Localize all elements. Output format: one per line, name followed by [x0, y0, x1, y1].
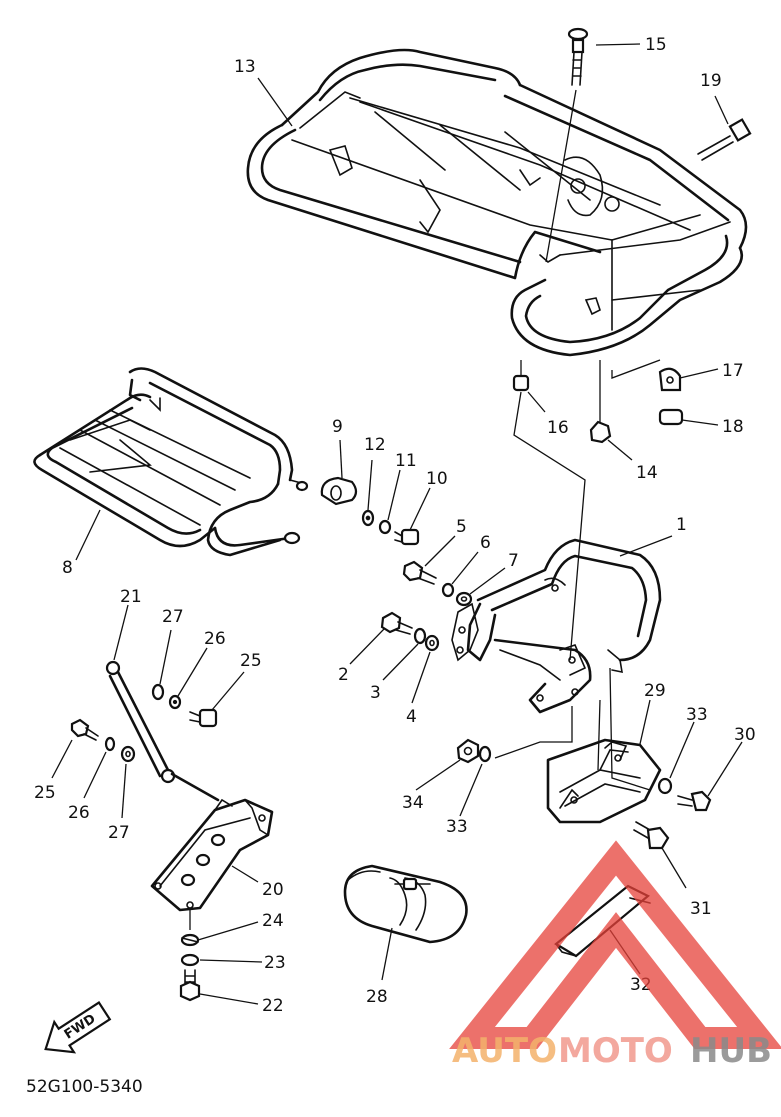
label-26-upper: 26: [204, 629, 226, 649]
label-4: 4: [406, 707, 417, 727]
label-3: 3: [370, 683, 381, 703]
label-17: 17: [722, 361, 744, 381]
warning-triangle-logo: [449, 840, 781, 1049]
bracket-9: [320, 476, 358, 506]
front-rack-8: [33, 367, 309, 557]
carrier-stay-1: [451, 538, 662, 714]
washer-3: [413, 627, 427, 645]
label-25-lower: 25: [34, 783, 56, 803]
clip-17: [658, 367, 682, 392]
watermark-text: AUTO MOTO HUB: [452, 1031, 772, 1071]
label-16: 16: [547, 418, 569, 438]
label-24: 24: [262, 911, 284, 931]
bolt-2: [380, 611, 413, 635]
label-34: 34: [402, 793, 424, 813]
label-6: 6: [480, 533, 491, 553]
bolt-10: [394, 528, 420, 546]
label-23: 23: [264, 953, 286, 973]
label-27-lower: 27: [108, 823, 130, 843]
link-rod-21: [105, 660, 220, 802]
label-15: 15: [645, 35, 667, 55]
bolt-32: [677, 790, 712, 812]
leader-lines: [51, 43, 743, 1005]
label-33-left: 33: [446, 817, 468, 837]
label-19: 19: [700, 71, 722, 91]
bolt-19: [697, 118, 752, 161]
fwd-arrow-icon: [44, 1001, 112, 1054]
washer-27-upper: [151, 683, 165, 701]
label-13: 13: [234, 57, 256, 77]
label-21: 21: [120, 587, 142, 607]
collar-16: [512, 374, 530, 392]
label-25-upper: 25: [240, 651, 262, 671]
washer-33-left: [478, 745, 492, 763]
watermark-moto: MOTO: [558, 1031, 673, 1071]
washer-33-right: [657, 777, 673, 795]
label-11: 11: [395, 451, 417, 471]
bolt-25-upper: [189, 708, 218, 728]
label-31: 31: [690, 899, 712, 919]
label-12: 12: [364, 435, 386, 455]
washer-26-lower: [104, 736, 116, 752]
label-28: 28: [366, 987, 388, 1007]
nut-14: [589, 420, 612, 444]
label-29: 29: [644, 681, 666, 701]
label-22: 22: [262, 996, 284, 1016]
label-1: 1: [676, 515, 687, 535]
callout-labels: 13 15 19 17 18 16 14 8 9 12 11 10 5 6 7 …: [26, 35, 756, 1097]
label-5: 5: [456, 517, 467, 537]
bolt-25-lower: [70, 718, 99, 741]
label-14: 14: [636, 463, 658, 483]
watermark-auto: AUTO: [452, 1031, 557, 1071]
label-20: 20: [262, 880, 284, 900]
rear-carrier-13: [246, 48, 748, 357]
bolt-5: [402, 560, 437, 585]
label-2: 2: [338, 665, 349, 685]
bolt-22: [179, 969, 201, 1002]
label-33-right: 33: [686, 705, 708, 725]
label-7: 7: [508, 551, 519, 571]
label-32: 30: [734, 725, 756, 745]
watermark-logo: [449, 840, 781, 1049]
label-10: 10: [426, 469, 448, 489]
collar-18: [658, 408, 684, 426]
washer-27-lower: [120, 745, 136, 763]
washer-6: [441, 582, 455, 598]
part-code: 52G100-5340: [26, 1077, 143, 1097]
washer-26-upper: [168, 694, 182, 710]
washer-23: [180, 953, 200, 967]
watermark-hub: HUB: [690, 1031, 772, 1071]
washer-7: [455, 591, 473, 607]
washer-4: [424, 634, 440, 652]
bolt-15: [567, 27, 589, 86]
label-8: 8: [62, 558, 73, 578]
washer-24: [180, 933, 200, 947]
bracket-plate-20: [150, 798, 274, 912]
label-26-lower: 26: [68, 803, 90, 823]
label-9: 9: [332, 417, 343, 437]
washer-12: [361, 509, 375, 527]
label-18: 18: [722, 417, 744, 437]
tool-bag-28: [343, 864, 468, 944]
label-27-upper: 27: [162, 607, 184, 627]
washer-11: [378, 519, 392, 535]
bolt-31: [633, 821, 670, 850]
bracket-29: [546, 738, 662, 824]
nut-34: [456, 738, 480, 764]
